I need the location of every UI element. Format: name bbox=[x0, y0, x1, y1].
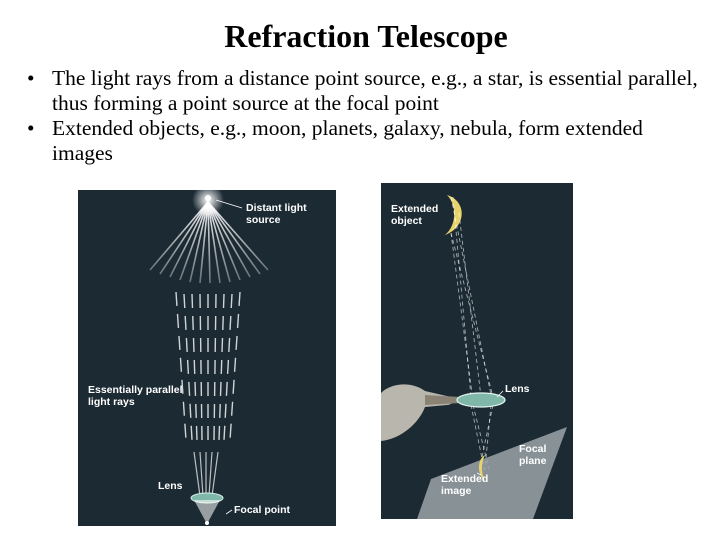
focal-cone bbox=[194, 500, 220, 524]
bullet-text: Extended objects, e.g., moon, planets, g… bbox=[52, 116, 643, 165]
extended-object-figure: Extended object Lens Focal plane Extende… bbox=[381, 183, 573, 519]
bullet-text: The light rays from a distance point sou… bbox=[52, 66, 698, 115]
label-lens: Lens bbox=[158, 480, 183, 492]
converging-rays bbox=[193, 451, 219, 497]
label-parallel-rays: Essentially parallel light rays bbox=[88, 384, 183, 408]
lens-shape bbox=[456, 392, 506, 408]
label-extended-image: Extended image bbox=[441, 473, 489, 497]
focal-plane-shape bbox=[417, 427, 567, 519]
bullet-marker: • bbox=[27, 66, 35, 90]
focal-point-marker bbox=[205, 521, 209, 525]
extended-object-illustration bbox=[381, 183, 573, 519]
slide-title: Refraction Telescope bbox=[224, 18, 508, 54]
leader-lines bbox=[215, 199, 243, 515]
label-distant-source: Distant light source bbox=[246, 202, 307, 226]
bullet-list: • The light rays from a distance point s… bbox=[24, 66, 704, 166]
diverging-rays bbox=[149, 201, 269, 284]
leader-lines bbox=[476, 390, 504, 476]
bullet-item: • The light rays from a distance point s… bbox=[24, 66, 704, 115]
point-source-figure: Distant light source Essentially paralle… bbox=[78, 190, 336, 526]
lens-holder bbox=[425, 395, 461, 405]
bullet-marker: • bbox=[27, 116, 35, 140]
parallel-rays bbox=[175, 291, 241, 441]
label-lens: Lens bbox=[505, 383, 530, 395]
bullet-item: • Extended objects, e.g., moon, planets,… bbox=[24, 116, 704, 165]
star-icon bbox=[205, 195, 211, 201]
label-extended-object: Extended object bbox=[391, 203, 439, 227]
label-focal-point: Focal point bbox=[234, 504, 290, 516]
point-source-illustration bbox=[78, 190, 336, 526]
moon-crescent-icon bbox=[445, 195, 462, 235]
label-focal-plane: Focal plane bbox=[519, 443, 547, 467]
